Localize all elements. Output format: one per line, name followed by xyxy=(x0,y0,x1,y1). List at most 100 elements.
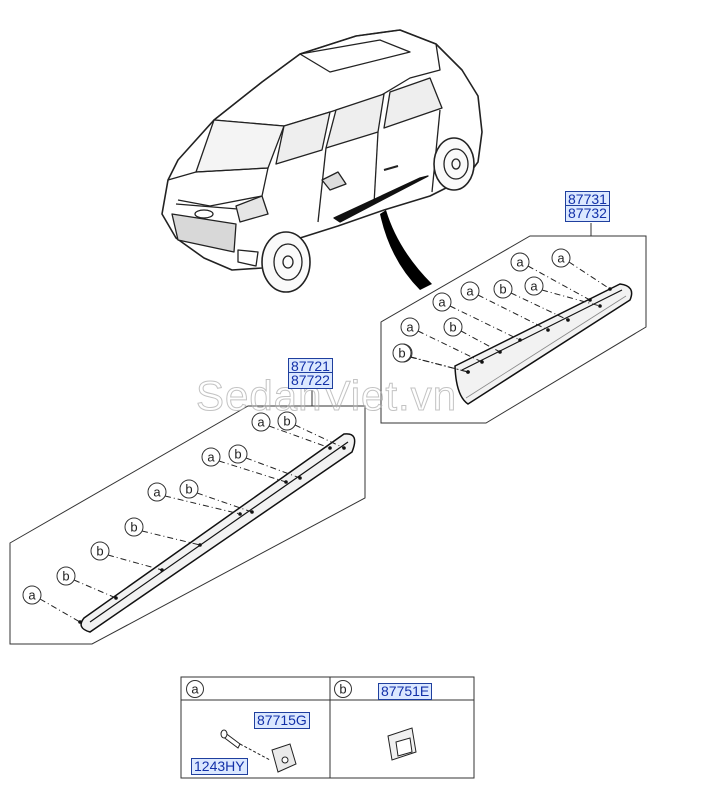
callout-a-label: a xyxy=(466,284,474,299)
callout-a-label: a xyxy=(438,295,446,310)
callout-a-label: a xyxy=(516,255,524,270)
leader-arrowhead xyxy=(238,512,242,516)
leader-line xyxy=(107,554,163,571)
callout-a-label: a xyxy=(28,588,36,603)
callout-a-circle xyxy=(22,585,42,605)
upper-molding-panel: aaabaababb xyxy=(380,223,647,424)
clip-a-drawing xyxy=(220,729,297,773)
callout-a-circle xyxy=(551,248,571,268)
leader-line xyxy=(527,265,591,301)
leader-arrowhead xyxy=(566,318,570,322)
lower-panel-outline xyxy=(9,405,366,645)
lower-callouts: a b a b a b b b b a xyxy=(22,411,346,624)
part-number-87751e[interactable]: 87751E xyxy=(378,683,433,700)
callout-a-label: a xyxy=(530,279,538,294)
leader-line xyxy=(510,292,569,321)
leader-line xyxy=(460,330,501,353)
callout-a-label: a xyxy=(557,251,565,266)
callout-a-circle xyxy=(147,482,167,502)
leader-line xyxy=(294,424,345,449)
part-number-87731[interactable]: 87731 xyxy=(565,191,610,208)
legend-a-circle xyxy=(186,680,204,698)
callout-a-circle xyxy=(432,292,452,312)
leader-arrowhead xyxy=(342,446,346,450)
callout-b-circle xyxy=(443,317,463,337)
callout-b-label: b xyxy=(398,346,405,361)
legend-table xyxy=(180,676,475,779)
callout-b-label: b xyxy=(234,447,241,462)
part-number-87715g[interactable]: 87715G xyxy=(254,712,310,729)
callout-a-label: a xyxy=(257,415,265,430)
leader-arrowhead xyxy=(546,328,550,332)
leader-line xyxy=(268,425,331,449)
part-number-87721[interactable]: 87721 xyxy=(288,358,333,375)
leader-line xyxy=(541,289,601,307)
callout-a-circle xyxy=(524,276,544,296)
leader-line xyxy=(417,330,483,363)
legend-a-letter: a xyxy=(191,682,199,697)
callout-b-label: b xyxy=(96,544,103,559)
callout-a-circle xyxy=(400,317,420,337)
legend-b-letter: b xyxy=(339,682,346,697)
leader-arrowhead xyxy=(328,446,332,450)
leader-line xyxy=(164,495,241,515)
leader-arrowhead xyxy=(198,543,202,547)
callout-a-circle xyxy=(460,281,480,301)
leader-line xyxy=(477,294,549,331)
leader-arrowhead xyxy=(518,338,522,342)
leader-arrowhead xyxy=(498,350,502,354)
leader-line xyxy=(141,530,201,546)
callout-b-circle xyxy=(124,517,144,537)
callout-a-circle xyxy=(201,447,221,467)
callout-b-label: b xyxy=(449,320,456,335)
callout-b-circle xyxy=(90,541,110,561)
leader-arrowhead xyxy=(480,360,484,364)
part-number-87722[interactable]: 87722 xyxy=(288,372,333,389)
callout-b-label: b xyxy=(130,520,137,535)
callout-a-circle xyxy=(510,252,530,272)
leader-arrowhead xyxy=(250,510,254,514)
upper-panel-outline xyxy=(380,235,647,424)
leader-line xyxy=(568,261,611,290)
upper-callouts: aaabaababb xyxy=(392,248,612,374)
callout-b-circle xyxy=(392,343,412,363)
callout-b-circle xyxy=(179,479,199,499)
callout-b-label: b xyxy=(499,282,506,297)
leader-line xyxy=(39,598,81,623)
callout-a-label: a xyxy=(207,450,215,465)
callout-b-circle xyxy=(277,411,297,431)
legend-b-circle xyxy=(334,680,352,698)
leader-arrowhead xyxy=(608,287,612,291)
callout-b-label: b xyxy=(62,569,69,584)
leader-arrowhead xyxy=(598,304,602,308)
leader-line xyxy=(218,460,287,483)
callout-b-label: b xyxy=(185,482,192,497)
leader-line xyxy=(409,356,469,373)
part-number-87732[interactable]: 87732 xyxy=(565,205,610,222)
leader-arrowhead xyxy=(298,476,302,480)
leader-line xyxy=(245,457,301,479)
pointer-arrow xyxy=(380,210,432,290)
callout-b-label: b xyxy=(283,414,290,429)
leader-arrowhead xyxy=(114,596,118,600)
callout-a-label: a xyxy=(153,485,161,500)
car-illustration xyxy=(161,29,483,293)
leader-arrowhead xyxy=(78,620,82,624)
leader-line xyxy=(73,579,117,599)
leader-line xyxy=(196,492,253,513)
leader-arrowhead xyxy=(588,298,592,302)
callout-a-label: a xyxy=(406,320,414,335)
upper-molding-strip xyxy=(454,283,633,405)
callout-b-circle xyxy=(56,566,76,586)
leader-arrowhead xyxy=(160,568,164,572)
part-number-1243hy[interactable]: 1243HY xyxy=(191,758,248,775)
callout-a-circle xyxy=(251,412,271,432)
lower-molding-panel: a b a b a b b b b a xyxy=(9,390,366,645)
leader-arrowhead xyxy=(284,480,288,484)
clip-b-drawing xyxy=(387,727,417,761)
callout-b-circle xyxy=(493,279,513,299)
leader-arrowhead xyxy=(466,370,470,374)
callout-b-circle xyxy=(228,444,248,464)
